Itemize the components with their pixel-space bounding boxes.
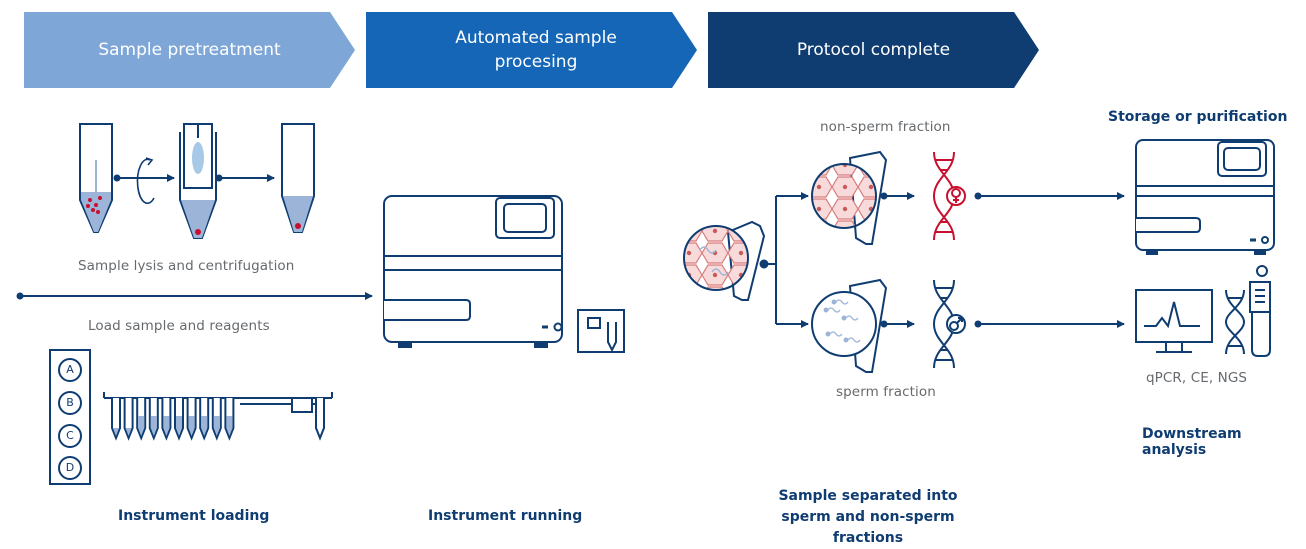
downstream-label: Downstream analysis xyxy=(1142,426,1242,458)
tip-liquid xyxy=(226,416,233,436)
tip-liquid xyxy=(213,416,220,436)
storage-instrument-icon xyxy=(1135,139,1275,255)
male-dna-icon xyxy=(932,279,966,369)
transfer-arrow xyxy=(215,174,275,182)
step-label-processing: Automated sample procesing xyxy=(455,28,617,72)
tube-lysate-icon xyxy=(281,123,315,233)
mixed-sample-icon xyxy=(683,220,766,301)
workflow-diagram: Sample pretreatment Automated sample pro… xyxy=(16,12,1288,546)
tip-liquid xyxy=(201,416,208,436)
storage-label: Storage or purification xyxy=(1108,109,1288,125)
output-arrows xyxy=(974,192,1125,328)
step-arrow-2 xyxy=(366,12,697,88)
split-connector xyxy=(759,192,809,328)
tube-swab-icon xyxy=(179,123,217,239)
load-label: Load sample and reagents xyxy=(88,318,270,334)
load-arrow xyxy=(16,292,373,300)
rack-slot-c: C xyxy=(66,429,74,442)
tip-liquid xyxy=(113,428,119,436)
step-label-complete: Protocol complete xyxy=(796,40,951,60)
instrument-running-label: Instrument running xyxy=(428,508,583,524)
female-dna-icon xyxy=(932,151,966,241)
instrument-icon xyxy=(383,195,563,348)
tip-liquid xyxy=(138,416,145,436)
separated-label: Sample separated into sperm and non-sper… xyxy=(778,488,958,546)
step-label-pretreatment: Sample pretreatment xyxy=(98,40,281,60)
tip-liquid xyxy=(150,416,157,436)
step-arrow-3 xyxy=(708,12,1039,88)
methods-label: qPCR, CE, NGS xyxy=(1146,370,1248,386)
tip-liquid xyxy=(188,416,195,436)
tip-strip xyxy=(103,392,333,441)
tube-rack-icon xyxy=(577,309,625,353)
non-sperm-tube-icon xyxy=(811,150,915,245)
tip-liquid xyxy=(163,416,170,436)
tube-sample-icon xyxy=(79,123,113,233)
monitor-icon xyxy=(1135,289,1213,353)
rack-slot-a: A xyxy=(66,363,74,376)
rack-slot-d: D xyxy=(65,461,75,474)
tip-liquid xyxy=(176,416,182,436)
diagram-canvas xyxy=(16,12,1275,485)
reagent-cartridge xyxy=(49,349,91,485)
rack-slot-b: B xyxy=(66,396,74,409)
sperm-tube-icon xyxy=(811,278,915,373)
tip-liquid xyxy=(125,428,132,436)
non-sperm-label: non-sperm fraction xyxy=(820,119,951,135)
sperm-label: sperm fraction xyxy=(836,384,936,400)
centrifuge-arrow xyxy=(113,157,175,205)
instrument-loading-label: Instrument loading xyxy=(118,508,270,524)
lysis-label: Sample lysis and centrifugation xyxy=(78,258,295,274)
step-arrow-1 xyxy=(24,12,355,88)
dna-analysis-icon xyxy=(1224,265,1271,357)
